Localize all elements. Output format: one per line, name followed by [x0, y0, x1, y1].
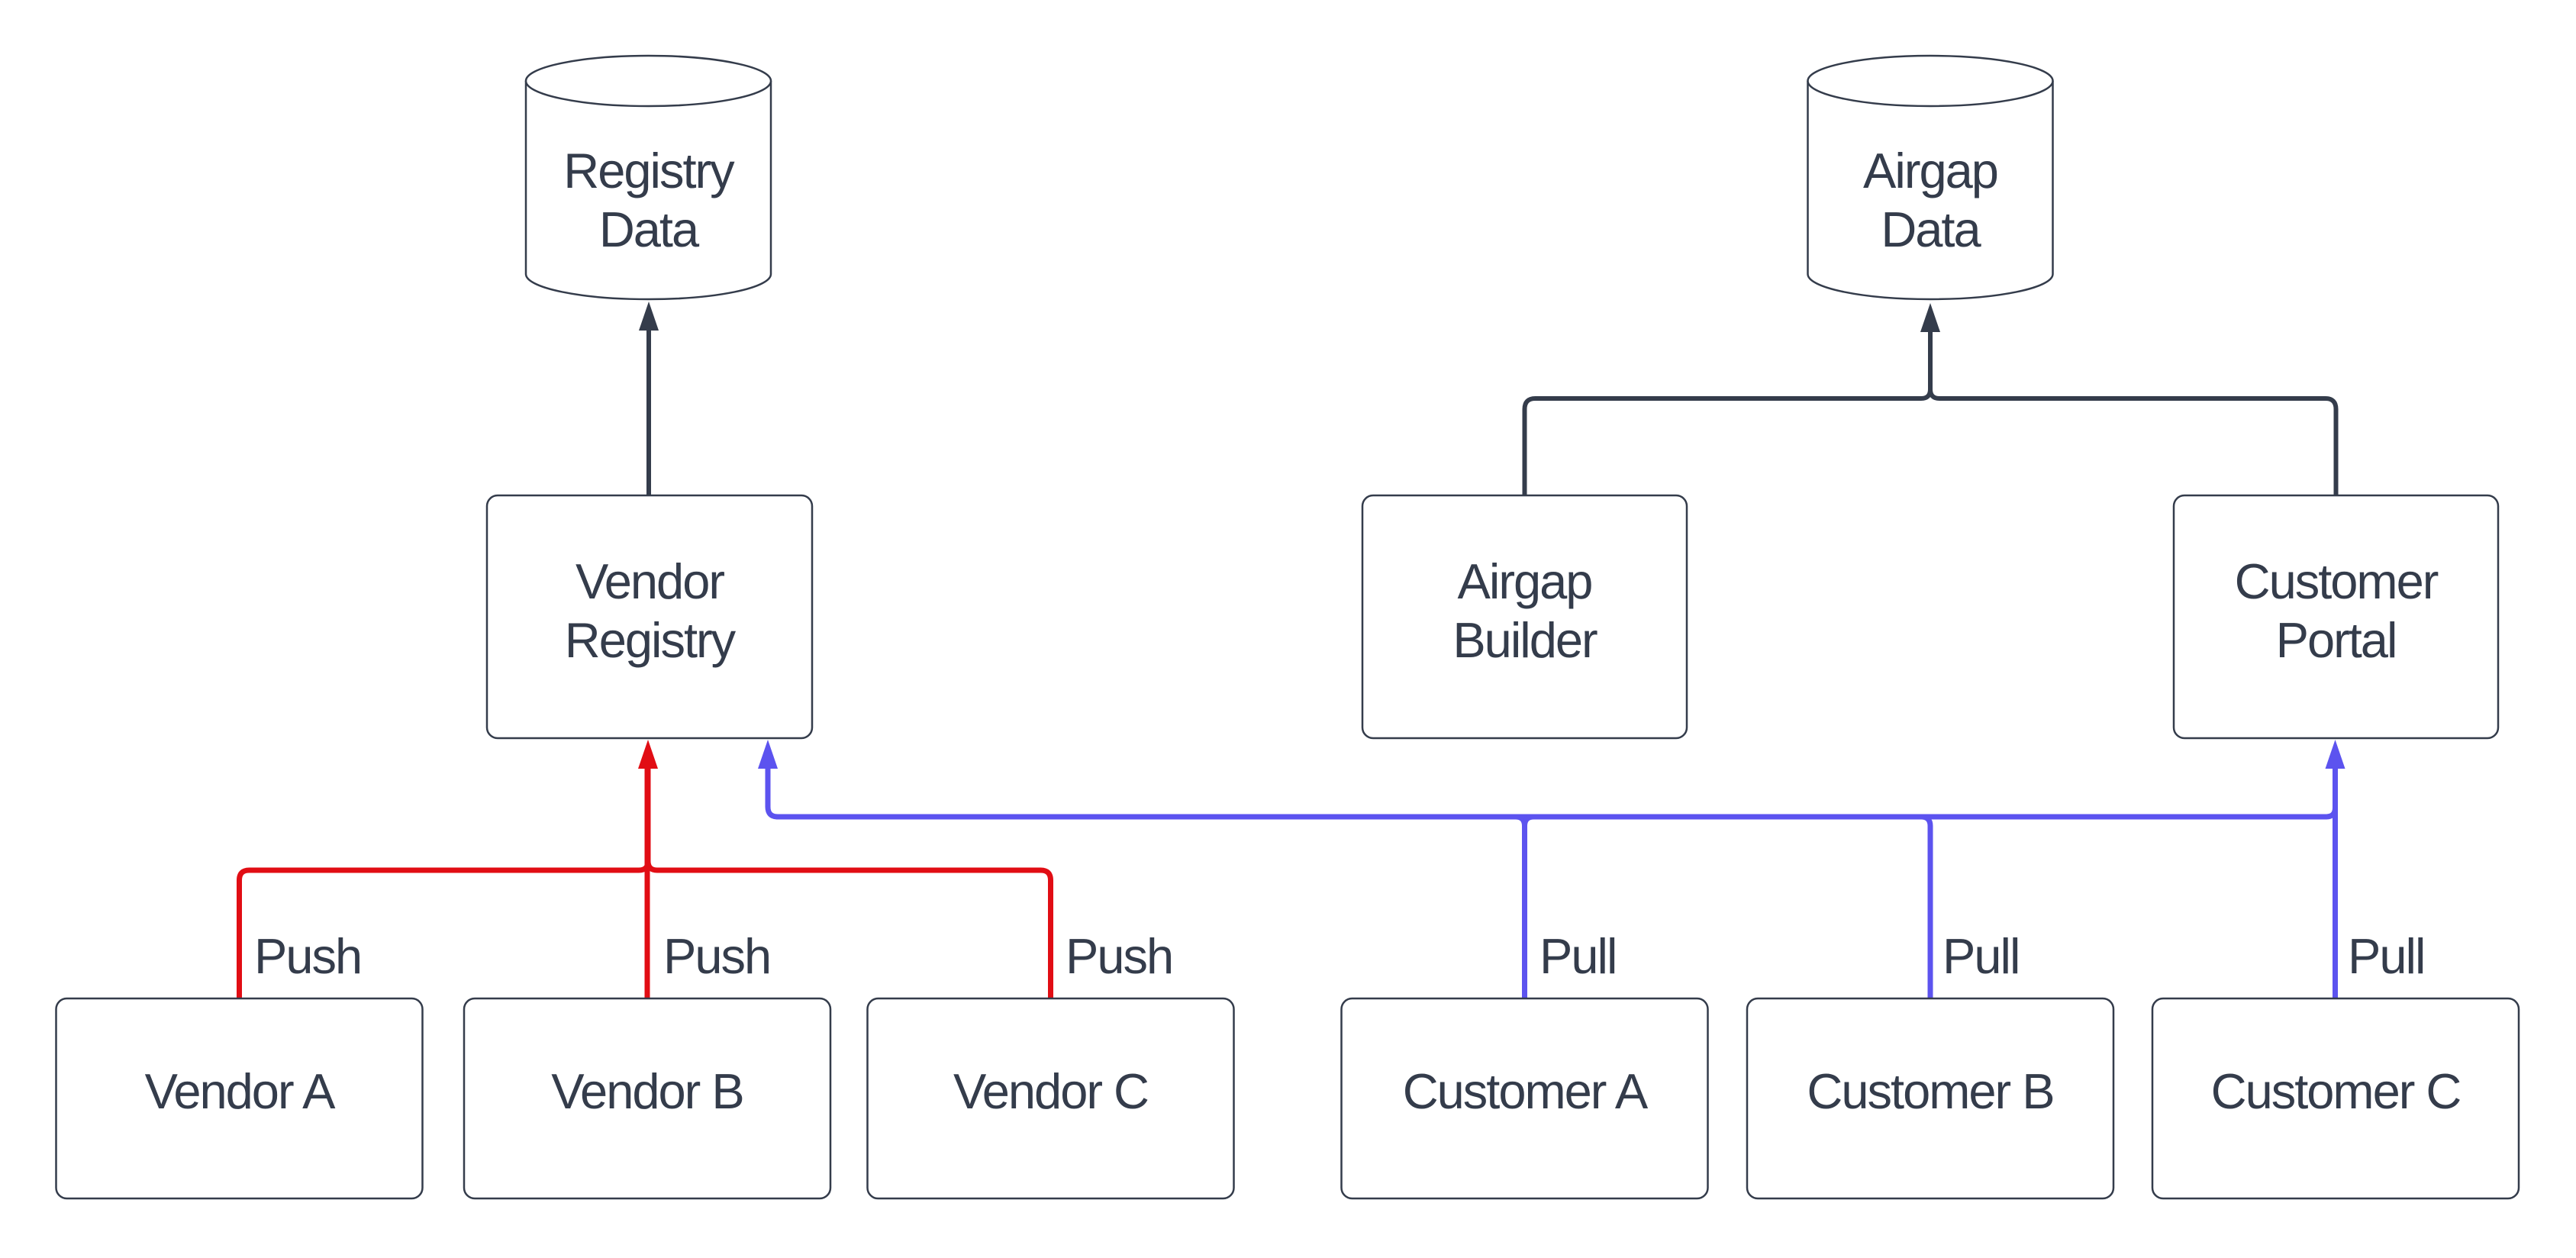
svg-text:Airgap: Airgap — [1458, 553, 1592, 609]
svg-text:Data: Data — [1881, 202, 1981, 257]
svg-text:Data: Data — [599, 202, 700, 257]
svg-text:Vendor: Vendor — [575, 553, 724, 609]
svg-text:Customer: Customer — [2235, 553, 2439, 609]
svg-text:Registry: Registry — [563, 143, 735, 198]
svg-text:Push: Push — [254, 928, 361, 984]
svg-text:Customer B: Customer B — [1807, 1063, 2053, 1119]
svg-text:Vendor A: Vendor A — [145, 1063, 336, 1119]
svg-text:Pull: Pull — [1539, 928, 1616, 984]
svg-text:Push: Push — [1066, 928, 1172, 984]
svg-text:Vendor C: Vendor C — [953, 1063, 1148, 1119]
svg-text:Customer C: Customer C — [2211, 1063, 2461, 1119]
svg-text:Pull: Pull — [1942, 928, 2019, 984]
svg-text:Registry: Registry — [565, 612, 737, 668]
svg-text:Customer A: Customer A — [1403, 1063, 1649, 1119]
svg-text:Builder: Builder — [1452, 612, 1598, 668]
svg-text:Portal: Portal — [2276, 612, 2397, 668]
svg-text:Pull: Pull — [2348, 928, 2424, 984]
svg-text:Vendor B: Vendor B — [551, 1063, 743, 1119]
svg-text:Push: Push — [663, 928, 770, 984]
svg-text:Airgap: Airgap — [1863, 143, 1997, 198]
